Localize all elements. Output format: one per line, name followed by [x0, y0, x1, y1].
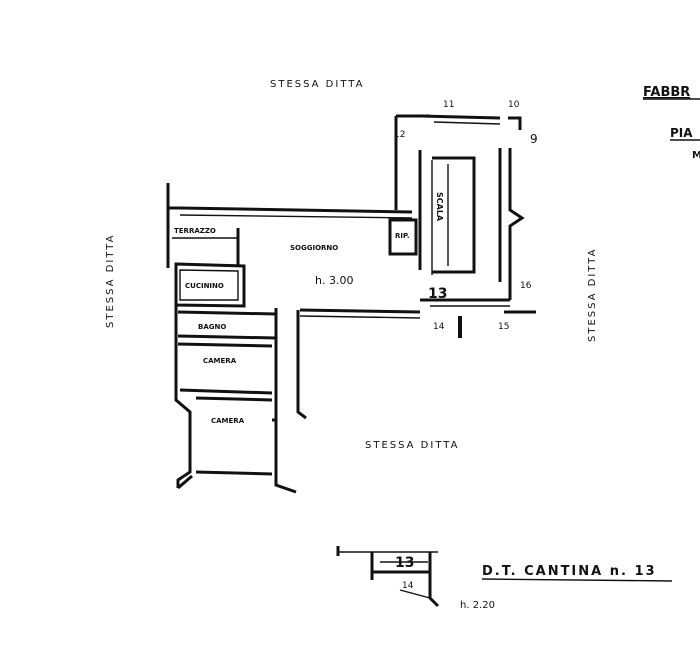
cantina-detail [336, 546, 440, 608]
apartment-walls [166, 183, 421, 494]
cantina-title: D.T. CANTINA n. 13 [482, 564, 657, 579]
room-label-cucinino: CUCININO [185, 282, 224, 290]
unit-number-label: 13 [428, 286, 447, 302]
cantina-neighbor-number: 14 [402, 581, 414, 591]
stair-block [388, 114, 536, 338]
room-label-camera-2: CAMERA [211, 417, 245, 425]
company-name-fragment: FABBR [643, 85, 690, 100]
label-stessa-ditta-bottom: STESSA DITTA [365, 440, 459, 451]
marker-11: 11 [443, 100, 454, 110]
label-stessa-ditta-top: STESSA DITTA [270, 79, 364, 90]
marker-16: 16 [520, 281, 532, 291]
marker-10: 10 [508, 100, 520, 110]
label-stessa-ditta-right: STESSA DITTA [587, 248, 598, 342]
room-label-soggiorno: SOGGIORNO [290, 244, 338, 252]
ceiling-height-label: h. 3.00 [315, 274, 353, 287]
room-label-rip: RIP. [395, 232, 410, 240]
room-label-scala: SCALA [435, 192, 444, 222]
plan-subtitle-fragment: M [692, 150, 700, 161]
cantina-unit-number: 13 [395, 555, 414, 571]
marker-12: 12 [394, 130, 405, 140]
room-label-camera-1: CAMERA [203, 357, 237, 365]
marker-9: 9 [530, 132, 538, 146]
marker-14: 14 [433, 322, 445, 332]
label-stessa-ditta-left: STESSA DITTA [105, 234, 116, 328]
marker-15: 15 [498, 322, 509, 332]
room-label-bagno: BAGNO [198, 323, 226, 331]
cantina-height: h. 2.20 [460, 600, 495, 611]
room-label-terrazzo: TERRAZZO [174, 227, 216, 235]
plan-title-fragment: PIA [670, 126, 693, 140]
